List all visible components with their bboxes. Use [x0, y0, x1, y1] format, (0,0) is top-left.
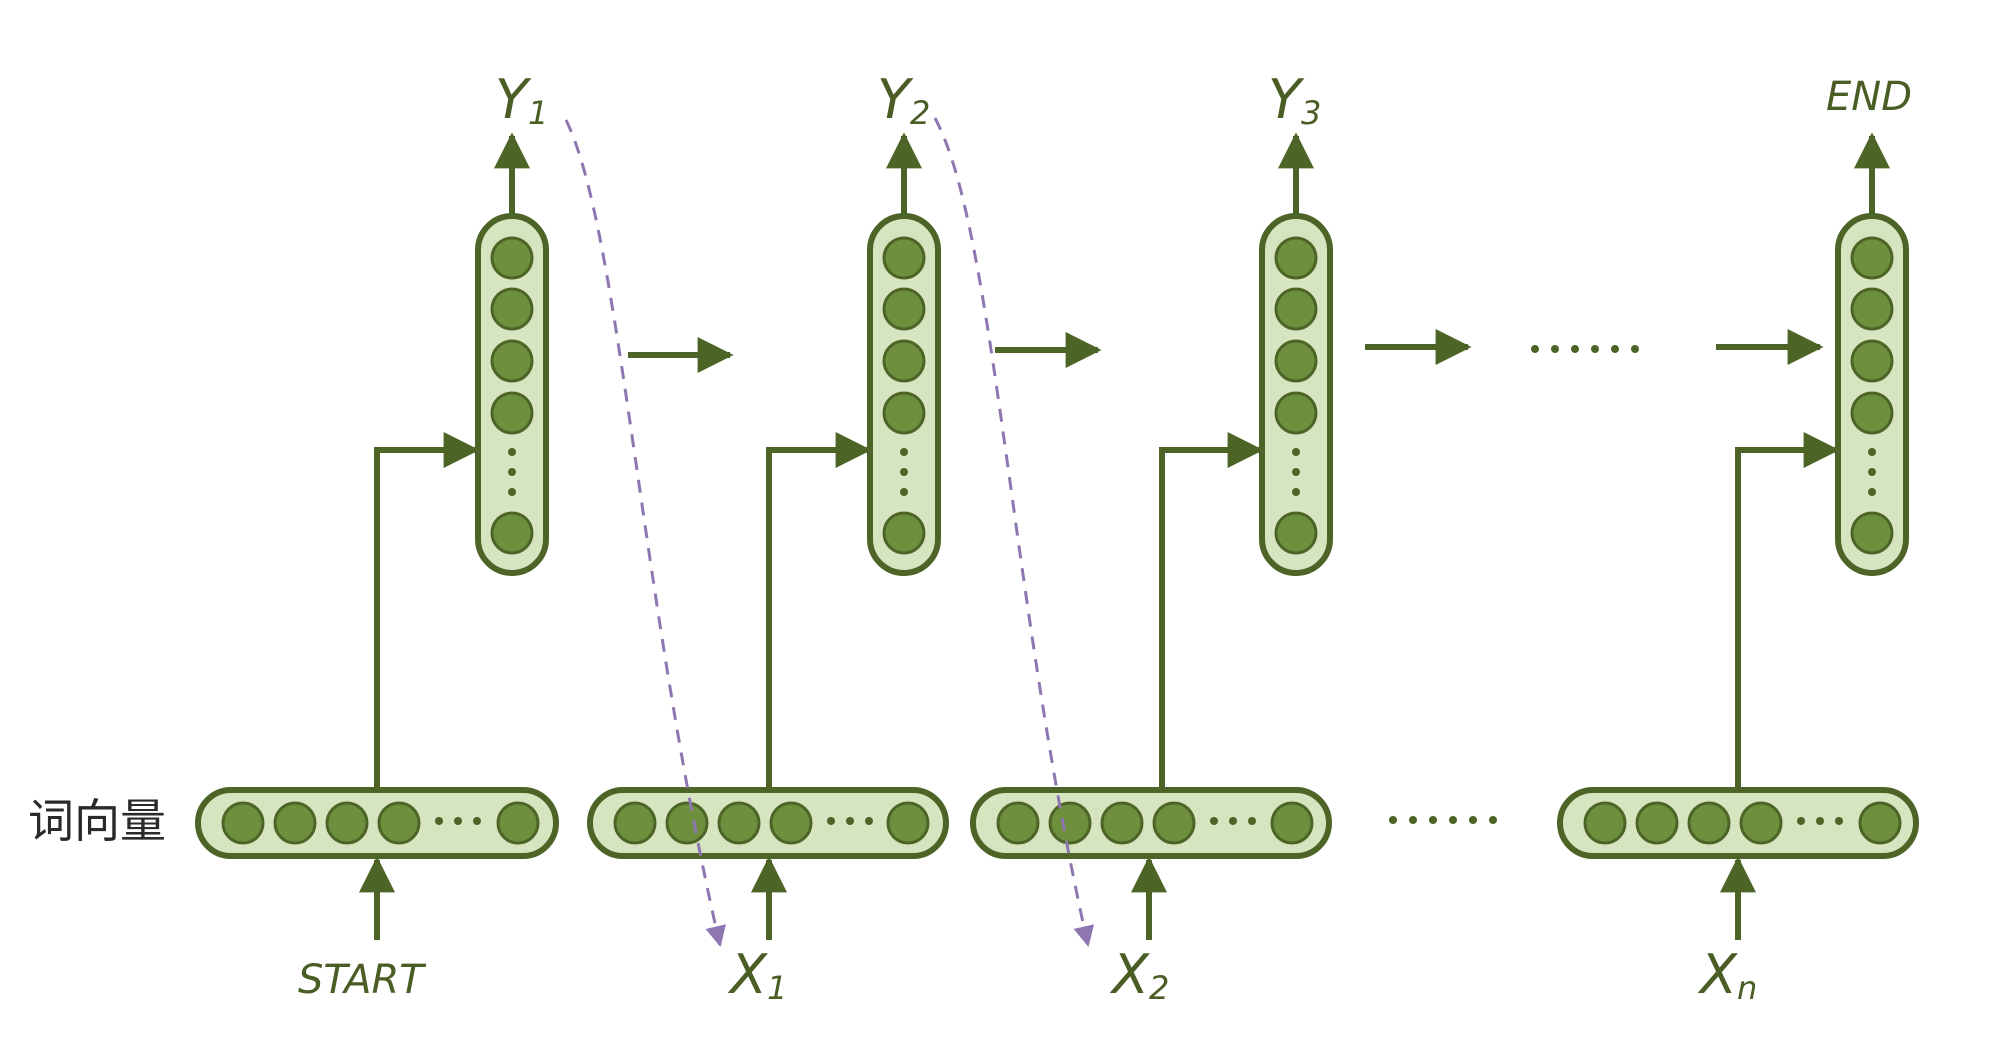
output-label-3: Y3 [1268, 68, 1321, 132]
hidden-layer-1 [475, 213, 549, 576]
hidden-layer-2 [867, 213, 941, 576]
embedding-box-n [1557, 787, 1919, 859]
embed-to-hidden-arrow-2 [766, 432, 872, 790]
input-label-start: START [298, 957, 427, 1003]
hidden-layer-n [1835, 213, 1909, 576]
embed-to-hidden-arrow-3 [1159, 432, 1264, 790]
hidden-layer-3 [1259, 213, 1333, 576]
embedding-label: 词向量 [28, 794, 166, 848]
embedding-ellipsis [1389, 816, 1497, 824]
input-label-n: Xn [1697, 943, 1757, 1007]
input-label-2: X2 [1109, 943, 1169, 1007]
embedding-box-3 [970, 787, 1332, 859]
embed-to-hidden-arrow-n [1735, 432, 1840, 790]
feedback-arrow-1 [564, 119, 726, 948]
input-label-1: X1 [727, 943, 787, 1007]
embedding-box-2 [587, 787, 949, 859]
hidden-ellipsis [1531, 345, 1639, 353]
output-label-1: Y1 [495, 68, 548, 132]
embed-to-hidden-arrow-1 [374, 432, 480, 790]
embedding-box-1 [195, 787, 559, 859]
feedback-arrow-2 [933, 117, 1095, 948]
output-label-2: Y2 [877, 68, 930, 132]
output-label-end: END [1826, 74, 1912, 120]
